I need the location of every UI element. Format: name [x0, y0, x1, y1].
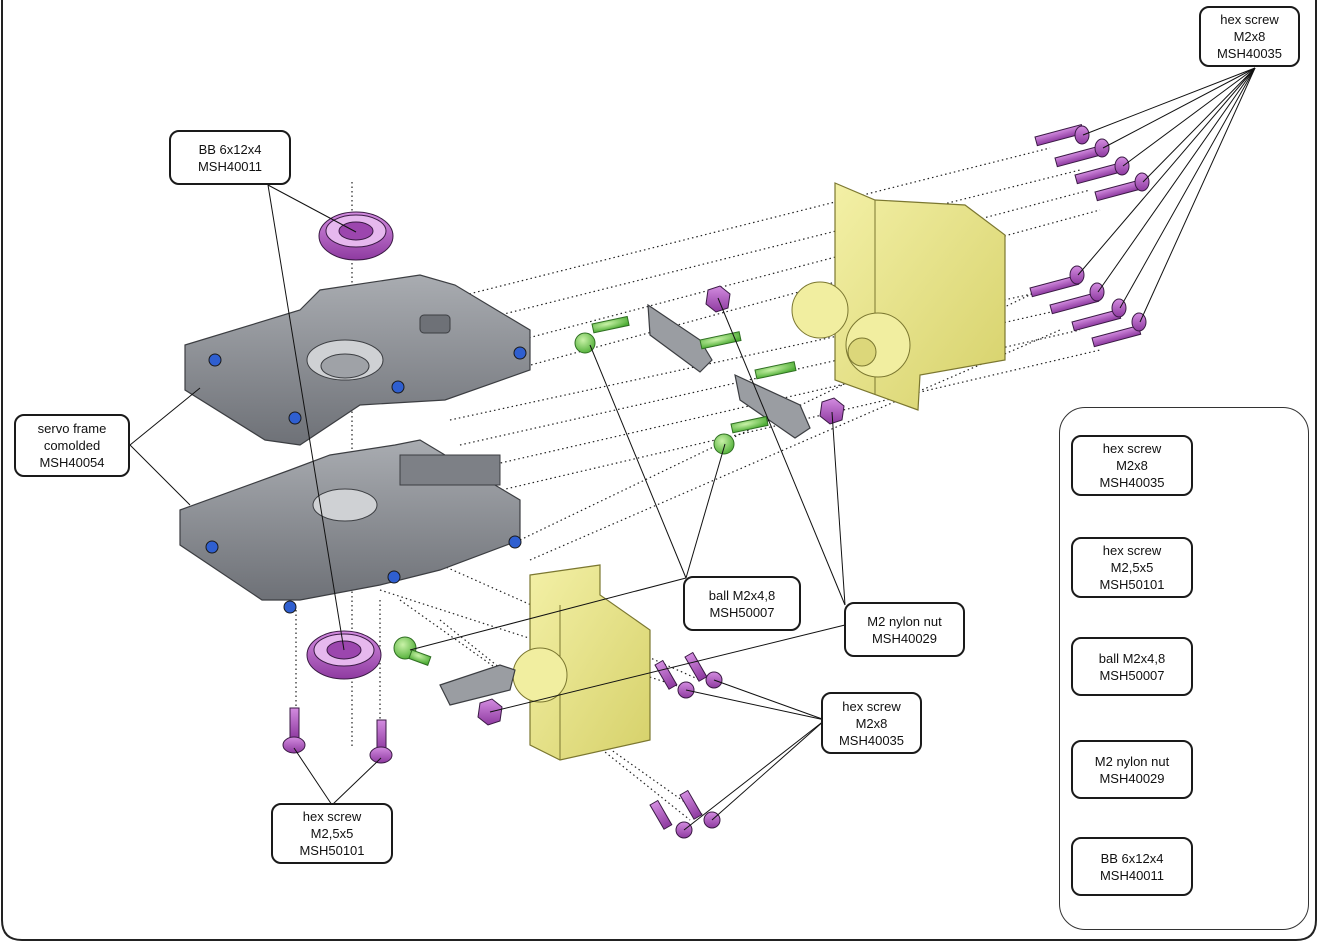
legend-item-ball: ball M2x4,8 MSH50007 — [1071, 637, 1193, 696]
callout-nylon-nut: M2 nylon nut MSH40029 — [844, 602, 965, 657]
hex-screws — [282, 123, 1150, 839]
legend-item-hex-screw-m25x5: hex screw M2,5x5 MSH50101 — [1071, 537, 1193, 598]
leader-lines — [129, 67, 1256, 831]
callout-bb-top: BB 6x12x4 MSH40011 — [169, 130, 291, 185]
callout-servo-frame: servo frame comolded MSH40054 — [14, 414, 130, 477]
callout-hex-screw-m2x8-top: hex screw M2x8 MSH40035 — [1199, 6, 1300, 67]
servo-arms — [439, 303, 811, 706]
servo-large — [791, 182, 1006, 411]
callout-hex-screw-m25x5: hex screw M2,5x5 MSH50101 — [271, 803, 393, 864]
legend-item-bearing: BB 6x12x4 MSH40011 — [1071, 837, 1193, 896]
servo-small — [512, 564, 651, 761]
callout-ball: ball M2x4,8 MSH50007 — [683, 576, 801, 631]
servo-frame-bottom — [179, 439, 521, 601]
servo-frame-top — [184, 274, 531, 446]
bearing-bottom — [306, 630, 382, 680]
legend-item-hex-screw-m2x8: hex screw M2x8 MSH40035 — [1071, 435, 1193, 496]
callout-hex-screw-m2x8-bottom: hex screw M2x8 MSH40035 — [821, 692, 922, 754]
bearing-top — [318, 211, 394, 261]
washers — [205, 346, 527, 614]
ball-studs — [393, 315, 797, 666]
legend-item-nylon-nut: M2 nylon nut MSH40029 — [1071, 740, 1193, 799]
